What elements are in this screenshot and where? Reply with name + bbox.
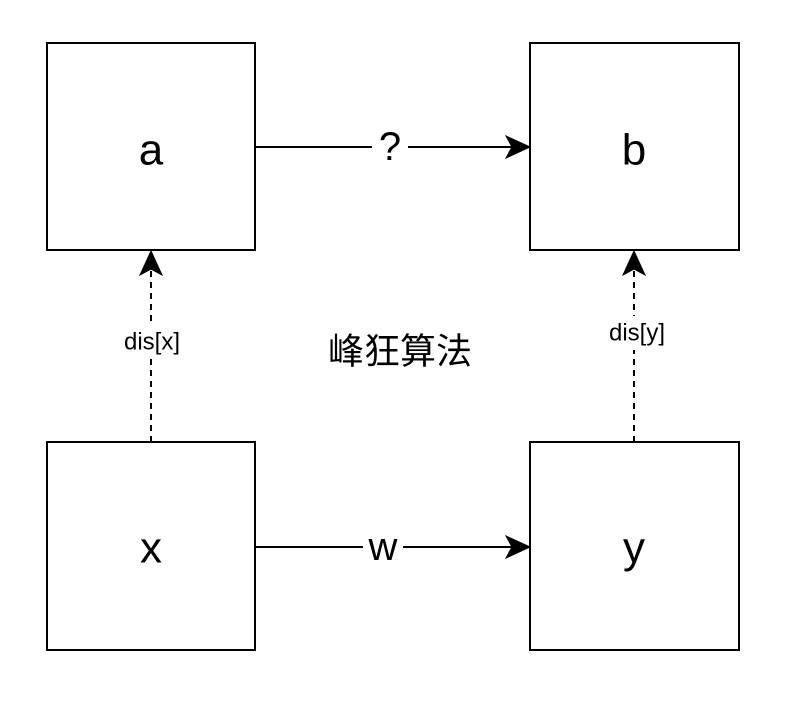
diagram-title: 峰狂算法 [328,332,472,373]
edge-x-to-y-label-bg [363,525,403,569]
edge-a-to-b-label: ? [379,125,401,169]
node-y-label: y [623,524,645,573]
edge-x-to-a: dis[x] [115,249,189,442]
edge-a-to-b-label-bg [372,122,408,172]
edge-x-to-a-arrowhead [138,249,164,277]
edge-y-to-b-label: dis[y] [609,320,665,347]
node-b-label: b [622,126,646,175]
edge-y-to-b: dis[y] [599,249,675,442]
edge-x-to-y-label: w [368,525,398,569]
edge-x-to-a-label-bg [115,326,189,358]
node-b-box [529,42,740,251]
edge-x-to-y-arrowhead [504,534,532,560]
edge-a-to-b: ? [255,122,532,172]
node-a-box [46,42,256,251]
node-a-label: a [139,126,164,175]
node-y: y [529,441,740,651]
edge-a-to-b-arrowhead [504,134,532,160]
node-y-box [529,441,740,651]
node-x: x [46,441,256,651]
edge-y-to-b-label-bg [599,316,675,350]
node-b: b [529,42,740,251]
edge-x-to-y: w [255,525,532,569]
node-x-label: x [140,524,162,573]
edge-x-to-a-label: dis[x] [124,329,180,356]
node-a: a [46,42,256,251]
edge-y-to-b-arrowhead [621,249,647,277]
